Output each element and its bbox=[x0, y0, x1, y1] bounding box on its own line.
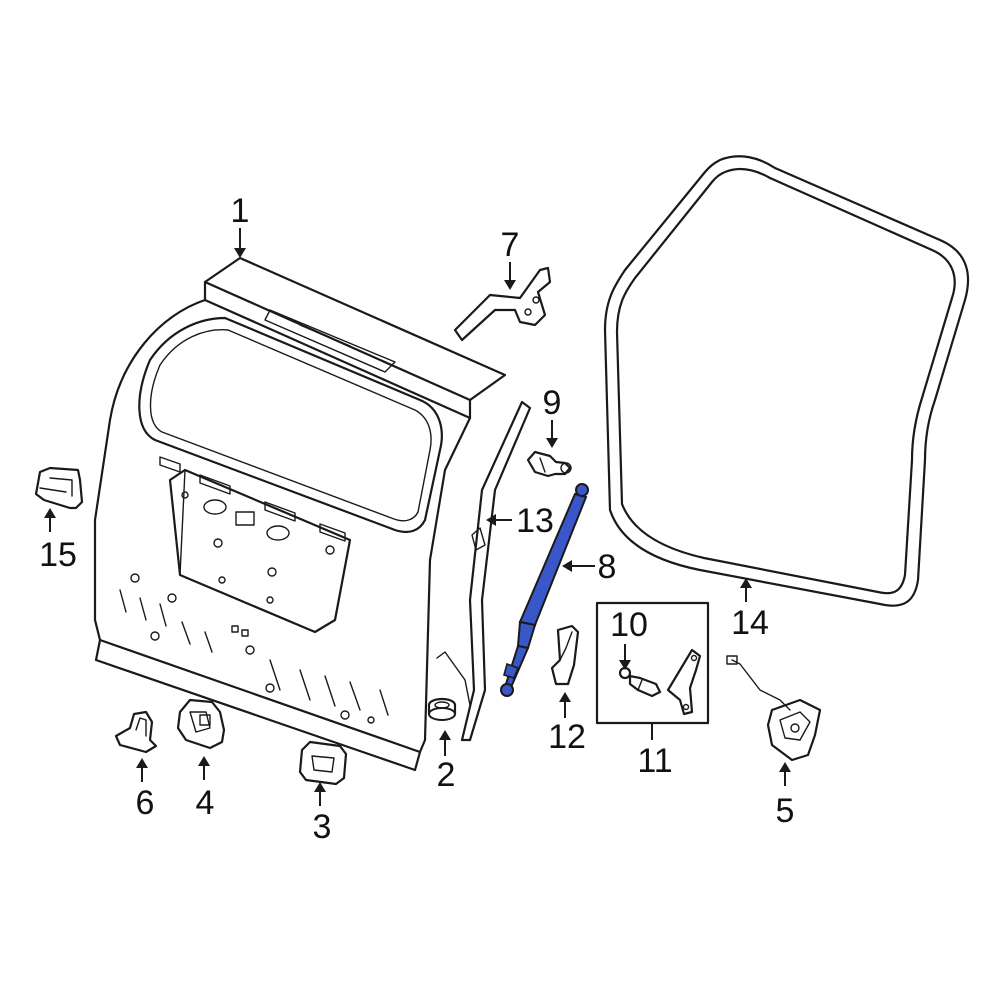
callout-10: 10 bbox=[610, 606, 648, 644]
bracket-part-12[interactable] bbox=[550, 624, 580, 686]
ball-stud-part-10[interactable] bbox=[618, 666, 662, 698]
callout-9: 9 bbox=[543, 384, 562, 422]
latch-part-5[interactable] bbox=[726, 655, 822, 762]
callout-2: 2 bbox=[437, 756, 456, 794]
callout-7: 7 bbox=[501, 226, 520, 264]
clip-part-15[interactable] bbox=[34, 466, 84, 510]
callout-3: 3 bbox=[313, 808, 332, 846]
liftgate-panel-part-1[interactable] bbox=[93, 256, 507, 772]
callout-13: 13 bbox=[516, 502, 554, 540]
callout-6: 6 bbox=[136, 784, 155, 822]
clip-part-6[interactable] bbox=[114, 710, 158, 754]
callout-1: 1 bbox=[231, 192, 250, 230]
callout-12: 12 bbox=[548, 718, 586, 756]
callout-14: 14 bbox=[731, 604, 769, 642]
leader-lines bbox=[44, 228, 791, 806]
switch-part-3[interactable] bbox=[298, 740, 348, 786]
callout-4: 4 bbox=[196, 784, 215, 822]
actuator-part-4[interactable] bbox=[176, 698, 226, 750]
callout-15: 15 bbox=[39, 536, 77, 574]
gas-strut-part-8[interactable] bbox=[500, 483, 589, 697]
grommet-part-2[interactable] bbox=[427, 651, 471, 721]
weatherstrip-part-14[interactable] bbox=[603, 155, 969, 607]
side-trim-part-13[interactable] bbox=[460, 400, 532, 742]
callout-8: 8 bbox=[598, 548, 617, 586]
ball-stud-part-9[interactable] bbox=[526, 450, 572, 478]
callout-5: 5 bbox=[776, 792, 795, 830]
hinge-part-7[interactable] bbox=[453, 266, 552, 342]
callout-11: 11 bbox=[637, 742, 672, 780]
